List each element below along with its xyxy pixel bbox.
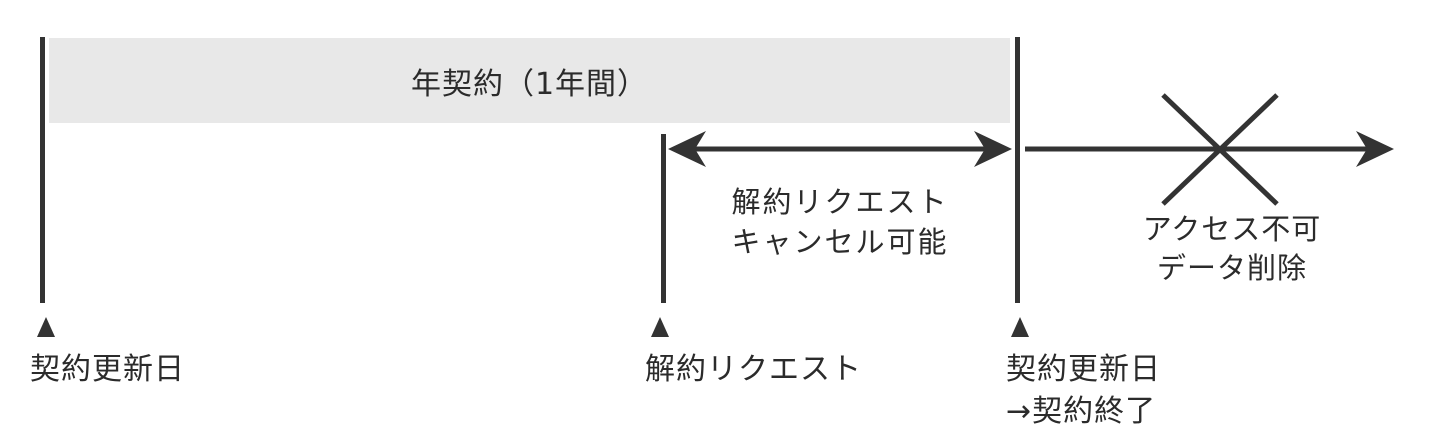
arrowhead-right-icon: [974, 131, 1012, 167]
marker-label-line: 契約更新日: [1006, 352, 1161, 387]
cancel-window-caption-line1: 解約リクエスト: [731, 185, 949, 219]
arrowhead-end-icon: [1356, 131, 1394, 167]
marker-label-line: →契約終了: [1006, 394, 1157, 429]
marker-label-renewal-start: 契約更新日: [30, 349, 185, 391]
post-termination-caption: アクセス不可 データ削除: [1082, 210, 1382, 288]
marker-label-line: 契約更新日: [30, 352, 185, 387]
marker-label-line: 解約リクエスト: [645, 352, 862, 387]
cancel-window-caption-line2: キャンセル可能: [731, 225, 949, 259]
cancel-window-arrow: [668, 131, 1012, 167]
contract-period-label: 年契約（1年間）: [410, 66, 649, 102]
marker-line-renewal-start: [40, 37, 45, 303]
contract-period-bar: 年契約（1年間）: [49, 38, 1010, 123]
post-termination-arrow: [1025, 93, 1394, 206]
marker-label-contract-end: 契約更新日 →契約終了: [1006, 349, 1161, 433]
arrowhead-left-icon: [668, 131, 706, 167]
crossed-out-x-icon: [1161, 93, 1279, 206]
marker-line-cancel-request: [661, 134, 666, 303]
post-termination-caption-line2: データ削除: [1156, 251, 1307, 285]
marker-triangle-icon: [651, 317, 669, 337]
cancel-window-caption: 解約リクエスト キャンセル可能: [690, 182, 990, 262]
marker-line-contract-end: [1015, 37, 1020, 303]
marker-label-cancel-request: 解約リクエスト: [645, 349, 862, 391]
post-termination-caption-line1: アクセス不可: [1142, 212, 1322, 246]
marker-triangle-icon: [1011, 317, 1029, 337]
marker-triangle-icon: [37, 317, 55, 337]
